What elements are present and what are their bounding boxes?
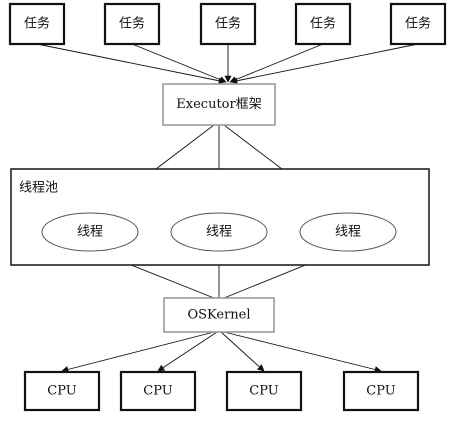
task-label: 任务 [215,16,241,32]
cpu-label: CPU [143,384,172,399]
edge-kernel-cpu-2 [157,331,218,372]
thread-label: 线程 [206,225,232,240]
edge-kernel-cpu-4 [223,331,382,373]
edge-task-5-executor [230,43,419,85]
task-node-3: 任务 [199,2,257,46]
edge-task-1-executor [36,43,226,85]
edge-kernel-cpu-1 [61,331,215,373]
thread-label: 线程 [335,225,361,240]
cpu-node-3: CPU [225,370,303,412]
thread-pool-label: 线程池 [19,181,58,196]
executor-node: Executor框架 [162,83,276,126]
cpu-row: CPU CPU CPU CPU [23,370,420,412]
thread-label: 线程 [77,225,103,240]
cpu-node-4: CPU [342,370,420,412]
kernel-to-cpu-edges [61,331,382,373]
thread-pool-container: 线程池 线程 线程 线程 [10,168,430,266]
executor-label: Executor框架 [176,97,261,112]
thread-node-3: 线程 [299,212,397,252]
cpu-label: CPU [249,384,278,399]
task-to-executor-edges [36,43,419,85]
edge-task-4-executor [229,43,324,83]
task-node-4: 任务 [294,2,352,46]
edge-kernel-cpu-3 [220,331,265,372]
cpu-node-1: CPU [23,370,101,412]
kernel-label: OSKernel [187,308,250,323]
edge-task-2-executor [131,43,227,83]
task-label: 任务 [405,16,431,32]
cpu-label: CPU [47,384,76,399]
task-node-5: 任务 [389,2,447,46]
task-label: 任务 [119,16,145,32]
task-node-2: 任务 [103,2,161,46]
thread-node-1: 线程 [41,212,139,252]
task-label: 任务 [310,16,336,32]
task-row: 任务 任务 任务 任务 任务 [8,2,447,46]
task-node-1: 任务 [8,2,66,46]
cpu-node-2: CPU [119,370,197,412]
task-label: 任务 [24,16,50,32]
cpu-label: CPU [366,384,395,399]
kernel-node: OSKernel [163,297,275,333]
thread-node-2: 线程 [170,212,268,252]
